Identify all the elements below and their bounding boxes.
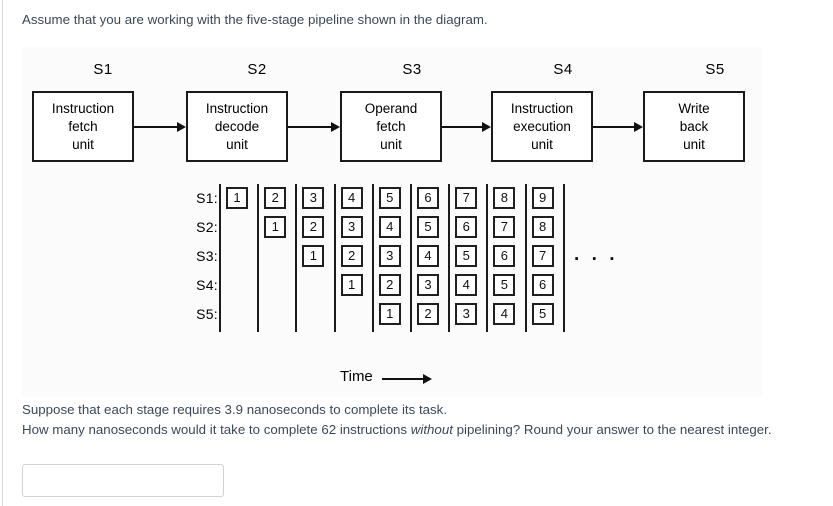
timing-cell: 6 — [493, 245, 516, 267]
timing-cell: 8 — [493, 187, 516, 209]
timing-cell: 7 — [493, 216, 516, 238]
stage-label-s1: S1 — [93, 61, 113, 78]
timing-cell: 2 — [302, 216, 325, 238]
stage-box-s2: Instruction decode unit — [186, 91, 288, 162]
timing-cell: 1 — [226, 187, 248, 209]
timing-cell: 3 — [378, 245, 401, 267]
prompt-top-text: Assume that you are working with the fiv… — [22, 12, 488, 27]
timing-cell: 5 — [417, 216, 439, 238]
timing-cell: 1 — [302, 245, 325, 267]
prompt-line-2: How many nanoseconds would it take to co… — [22, 420, 822, 440]
timing-cell: 8 — [531, 216, 554, 238]
timing-column-separator — [333, 184, 336, 332]
timing-cell: 1 — [264, 216, 287, 238]
timing-cell: 5 — [378, 187, 401, 209]
stage-label-s2: S2 — [247, 61, 267, 78]
stage-box-s4-text: Instruction execution unit — [510, 100, 574, 152]
timing-cell: 2 — [264, 187, 287, 209]
timing-cell: 4 — [417, 245, 439, 267]
prompt-line-2-emphasis: without — [410, 422, 453, 437]
timing-column-separator — [562, 184, 565, 332]
timing-column-separator — [257, 184, 260, 332]
timing-cell: 4 — [340, 187, 363, 209]
stage-box-s5-text: Write back unit — [678, 100, 710, 152]
time-axis-label: Time — [340, 368, 373, 385]
question-left-rule — [2, 0, 3, 506]
timing-cell: 9 — [531, 187, 554, 209]
arrow-s3-to-s4 — [442, 122, 491, 132]
timing-cell: 1 — [378, 303, 401, 325]
timing-cell: 6 — [531, 274, 554, 296]
timing-cell: 5 — [531, 303, 554, 325]
stage-label-s4: S4 — [553, 61, 573, 78]
timing-row-label-s3: S3: — [196, 248, 218, 264]
stage-label-s5: S5 — [705, 61, 725, 78]
arrow-s4-to-s5 — [593, 122, 643, 132]
prompt-line-2-part-a: How many nanoseconds would it take to co… — [22, 422, 411, 437]
stage-box-s3-text: Operand fetch unit — [364, 100, 418, 152]
prompt-line-2-part-b: pipelining? Round your answer to the nea… — [452, 422, 772, 437]
stage-box-s3: Operand fetch unit — [340, 91, 442, 162]
timing-cell: 3 — [302, 187, 325, 209]
timing-cell: 2 — [378, 274, 401, 296]
timing-cell: 4 — [493, 303, 516, 325]
timing-column-separator — [486, 184, 489, 332]
stage-box-s5: Write back unit — [643, 91, 745, 162]
timing-column-separator — [410, 184, 412, 332]
timing-cell: 3 — [455, 303, 478, 325]
timing-cell: 6 — [417, 187, 439, 209]
time-axis-arrow — [382, 374, 432, 384]
arrow-s1-to-s2 — [134, 122, 186, 132]
timing-row-label-s4: S4: — [196, 277, 218, 293]
timing-row-label-s2: S2: — [196, 219, 218, 235]
timing-cell: 4 — [455, 274, 478, 296]
timing-cell: 2 — [417, 303, 439, 325]
timing-column-separator — [524, 184, 527, 332]
timing-cell: 4 — [378, 216, 401, 238]
timing-column-separator — [371, 184, 374, 332]
timing-column-separator — [219, 184, 221, 332]
prompt-line-1: Suppose that each stage requires 3.9 nan… — [22, 402, 448, 417]
arrow-s2-to-s3 — [288, 122, 340, 132]
timing-cell: 7 — [531, 245, 554, 267]
timing-row-label-s1: S1: — [196, 190, 218, 206]
timing-cell: 7 — [455, 187, 478, 209]
stage-box-s2-text: Instruction decode unit — [205, 100, 269, 152]
timing-cell: 5 — [455, 245, 478, 267]
timing-cell: 5 — [493, 274, 516, 296]
timing-column-separator — [295, 184, 298, 332]
timing-cell: 6 — [455, 216, 478, 238]
timing-continuation-dots: · · · — [574, 249, 619, 270]
stage-box-s1: Instruction fetch unit — [32, 91, 134, 162]
timing-row-label-s5: S5: — [196, 306, 218, 322]
answer-input[interactable] — [22, 464, 224, 497]
timing-cell: 2 — [340, 245, 363, 267]
stage-box-s1-text: Instruction fetch unit — [51, 100, 115, 152]
stage-box-s4: Instruction execution unit — [491, 91, 593, 162]
timing-cell: 1 — [340, 274, 363, 296]
timing-cell: 3 — [417, 274, 439, 296]
stage-label-s3: S3 — [402, 61, 422, 78]
pipeline-diagram-figure: S1 S2 S3 S4 S5 Instruction fetch unit In… — [22, 47, 762, 397]
timing-column-separator — [448, 184, 451, 332]
timing-cell: 3 — [340, 216, 363, 238]
